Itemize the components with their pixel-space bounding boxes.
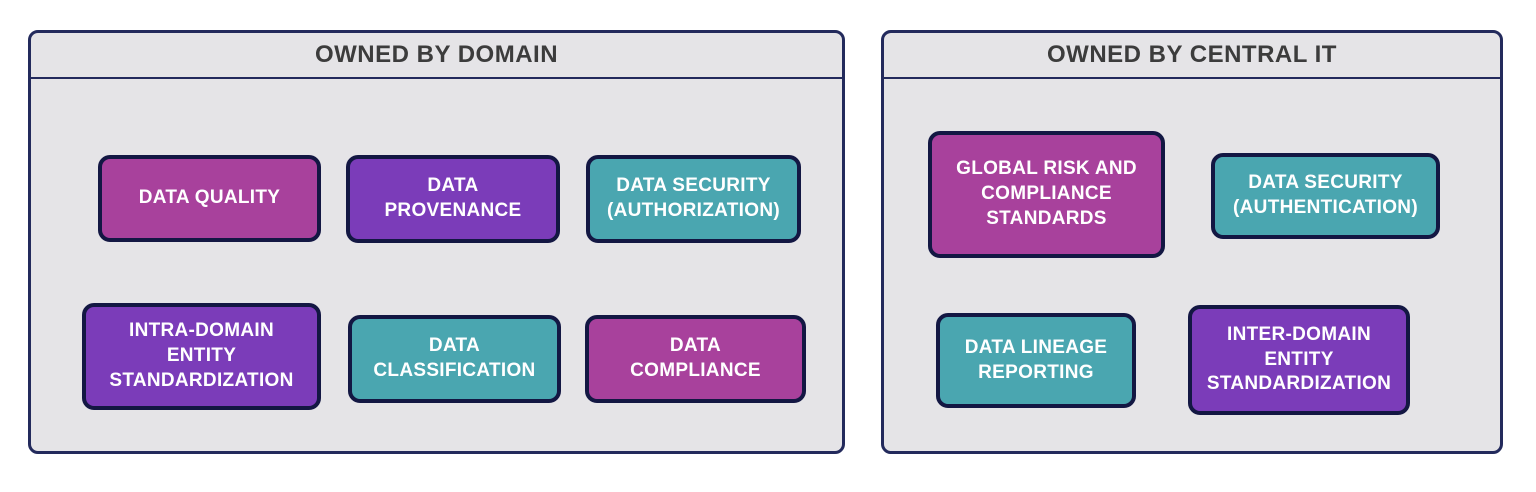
box-label: GLOBAL RISK AND COMPLIANCE STANDARDS (956, 158, 1137, 229)
box-label: DATA PROVENANCE (384, 175, 522, 221)
box-data-security-authorization: DATA SECURITY (AUTHORIZATION) (586, 155, 801, 243)
box-label: DATA SECURITY (AUTHENTICATION) (1233, 172, 1418, 218)
panel-owned-by-central-it: OWNED BY CENTRAL IT GLOBAL RISK AND COMP… (881, 30, 1503, 454)
box-data-security-authentication: DATA SECURITY (AUTHENTICATION) (1211, 153, 1440, 239)
box-inter-domain-entity-standardization: INTER-DOMAIN ENTITY STANDARDIZATION (1188, 305, 1410, 415)
box-label: INTRA-DOMAIN ENTITY STANDARDIZATION (109, 320, 294, 391)
box-label: DATA CLASSIFICATION (373, 335, 536, 381)
panel-owned-by-domain-header: OWNED BY DOMAIN (31, 33, 842, 79)
box-intra-domain-entity-standardization: INTRA-DOMAIN ENTITY STANDARDIZATION (82, 303, 321, 410)
box-data-provenance: DATA PROVENANCE (346, 155, 560, 243)
box-data-lineage-reporting: DATA LINEAGE REPORTING (936, 313, 1136, 408)
panel-owned-by-domain: OWNED BY DOMAIN DATA QUALITY DATA PROVEN… (28, 30, 845, 454)
box-label: INTER-DOMAIN ENTITY STANDARDIZATION (1206, 323, 1392, 395)
box-data-classification: DATA CLASSIFICATION (348, 315, 561, 403)
panel-title: OWNED BY CENTRAL IT (1047, 41, 1337, 68)
box-label: DATA SECURITY (AUTHORIZATION) (606, 175, 780, 221)
panel-title: OWNED BY DOMAIN (314, 41, 559, 68)
box-label: DATA LINEAGE REPORTING (964, 336, 1108, 383)
box-label: DATA QUALITY (138, 187, 281, 209)
box-data-compliance: DATA COMPLIANCE (585, 315, 806, 403)
box-label: DATA COMPLIANCE (630, 335, 761, 381)
box-global-risk-and-compliance-standards: GLOBAL RISK AND COMPLIANCE STANDARDS (928, 131, 1165, 258)
panel-owned-by-central-it-header: OWNED BY CENTRAL IT (884, 33, 1500, 79)
box-data-quality: DATA QUALITY (98, 155, 321, 242)
